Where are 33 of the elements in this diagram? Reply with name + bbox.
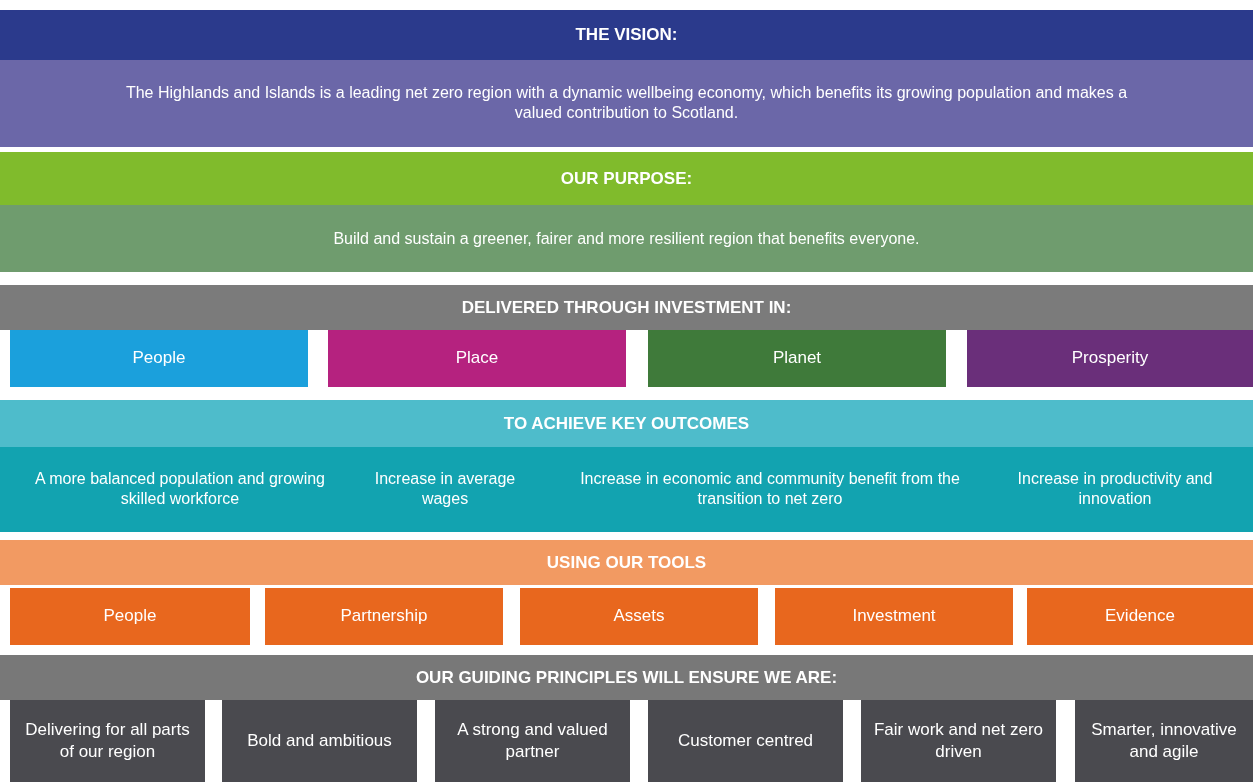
tool-box: Partnership — [265, 588, 503, 645]
principles-band — [0, 655, 1253, 782]
outcome-text: A more balanced population and growing skilled workforce — [34, 468, 326, 510]
principle-box: Delivering for all parts of our region — [10, 700, 205, 782]
pillar-box: People — [10, 330, 308, 387]
vision-band — [0, 10, 1253, 147]
tool-box: People — [10, 588, 250, 645]
tool-box: Investment — [775, 588, 1013, 645]
band-header: THE VISION: — [0, 10, 1253, 60]
principle-box: Bold and ambitious — [222, 700, 417, 782]
band-header: OUR PURPOSE: — [0, 152, 1253, 205]
investment-band — [0, 285, 1253, 387]
purpose-band — [0, 152, 1253, 272]
statement-text: Build and sustain a greener, fairer and more resilient region that benefits everyone. — [332, 228, 921, 249]
statement-text: The Highlands and Islands is a leading net zero region with a dynamic wellbeing economy, which benefits its growing population and makes a valued contribution to Scotland. — [124, 82, 1129, 124]
principle-box: Fair work and net zero driven — [861, 700, 1056, 782]
outcome-text: Increase in productivity and innovation — [1016, 468, 1214, 510]
principle-box: Customer centred — [648, 700, 843, 782]
outcome-text: Increase in average wages — [373, 468, 517, 510]
tools-band — [0, 540, 1253, 645]
principle-box: A strong and valued partner — [435, 700, 630, 782]
pillar-box: Place — [328, 330, 626, 387]
band-header: OUR GUIDING PRINCIPLES WILL ENSURE WE ARE: — [0, 655, 1253, 700]
pillar-box: Planet — [648, 330, 946, 387]
principle-box: Smarter, innovative and agile — [1075, 700, 1253, 782]
pillar-box: Prosperity — [967, 330, 1253, 387]
band-header: DELIVERED THROUGH INVESTMENT IN: — [0, 285, 1253, 330]
outcomes-band — [0, 400, 1253, 532]
tool-box: Assets — [520, 588, 758, 645]
outcome-text: Increase in economic and community benefit from the transition to net zero — [579, 468, 961, 510]
tool-box: Evidence — [1027, 588, 1253, 645]
band-header: USING OUR TOOLS — [0, 540, 1253, 585]
band-header: TO ACHIEVE KEY OUTCOMES — [0, 400, 1253, 447]
